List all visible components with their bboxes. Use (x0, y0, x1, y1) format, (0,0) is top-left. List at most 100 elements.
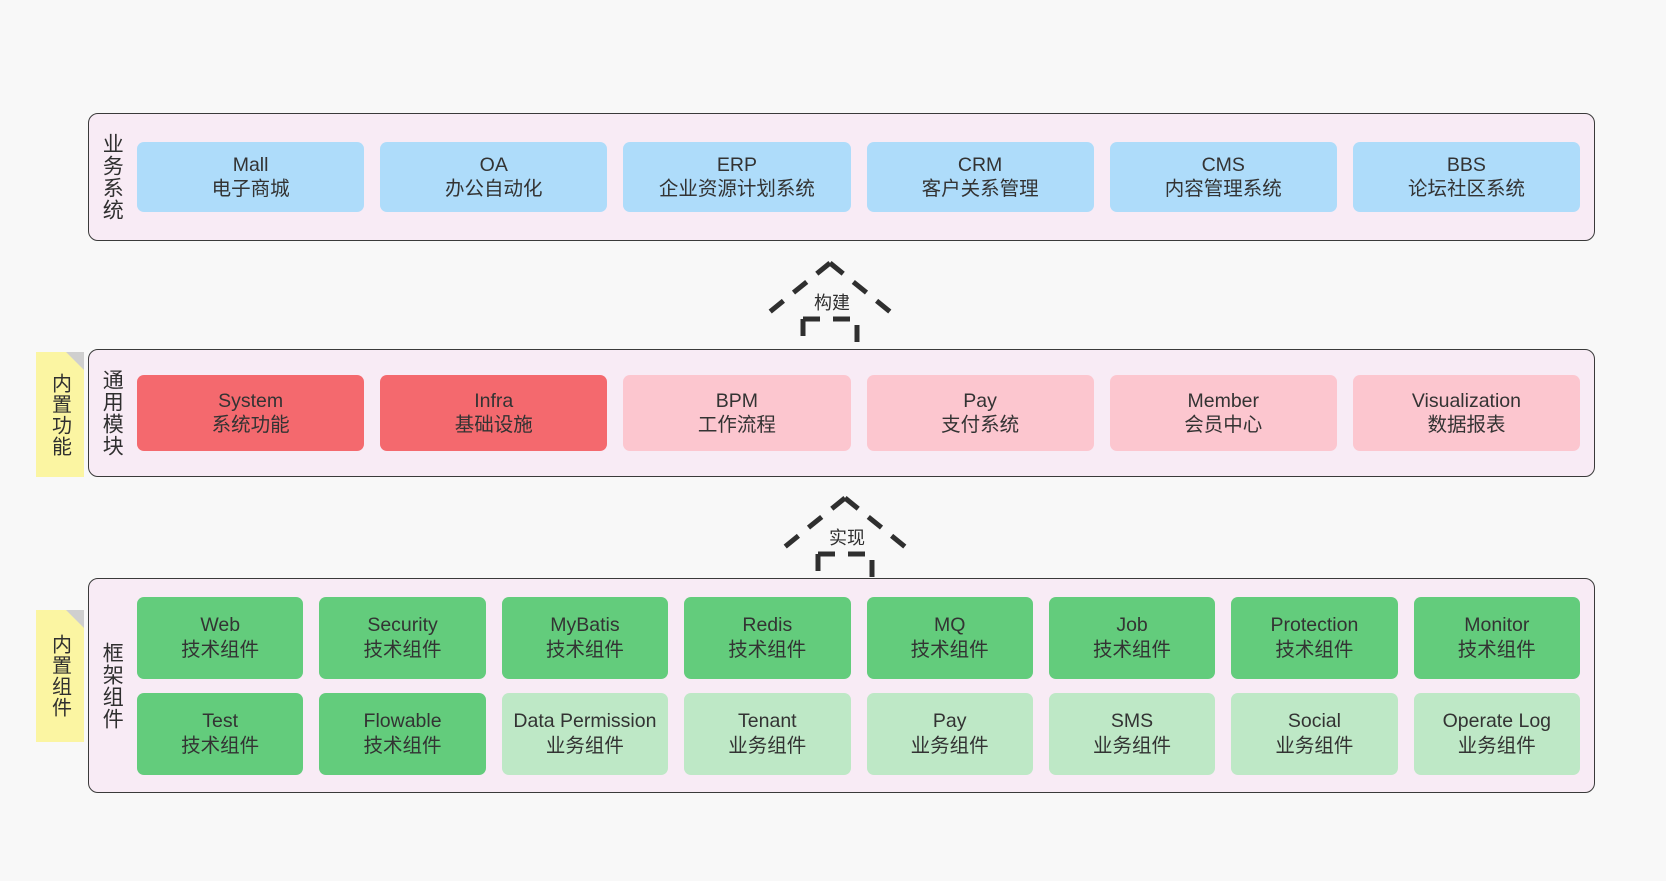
card-oa[interactable]: OA 办公自动化 (380, 142, 608, 212)
card-protection[interactable]: Protection 技术组件 (1231, 596, 1398, 679)
card-title: Data Permission (513, 710, 657, 733)
card-subtitle: 技术组件 (363, 638, 442, 661)
card-operate-log[interactable]: Operate Log 业务组件 (1413, 692, 1580, 775)
card-subtitle: 业务组件 (1457, 734, 1536, 757)
card-member[interactable]: Member 会员中心 (1109, 375, 1337, 451)
card-title: System (218, 389, 284, 412)
card-title: BPM (715, 389, 759, 412)
card-title: Job (1116, 614, 1148, 637)
card-title: CMS (1201, 153, 1245, 176)
card-sms[interactable]: SMS 业务组件 (1048, 692, 1216, 775)
card-tenant[interactable]: Tenant 业务组件 (684, 692, 851, 775)
card-title: CRM (957, 153, 1003, 176)
card-title: OA (479, 153, 508, 176)
card-bbs[interactable]: BBS 论坛社区系统 (1352, 142, 1581, 212)
card-subtitle: 业务组件 (1093, 734, 1172, 757)
card-title: Pay (963, 389, 997, 412)
card-title: MQ (933, 614, 966, 637)
card-web[interactable]: Web 技术组件 (137, 596, 304, 679)
card-subtitle: 客户关系管理 (921, 178, 1039, 200)
card-redis[interactable]: Redis 技术组件 (684, 596, 851, 679)
layer-common-module: 通用模块 System 系统功能 Infra 基础设施 BPM 工作流程 Pay… (88, 349, 1595, 477)
card-title: Security (367, 614, 438, 637)
card-mybatis[interactable]: MyBatis 技术组件 (501, 596, 669, 679)
card-subtitle: 企业资源计划系统 (658, 178, 815, 200)
note-builtin-component: 内置组件 (36, 610, 84, 742)
card-subtitle: 内容管理系统 (1164, 178, 1282, 200)
layer-title-framework: 框架组件 (100, 641, 124, 730)
layer-framework-component: 框架组件 Web 技术组件 Security 技术组件 MyBatis 技术组件… (88, 578, 1595, 793)
generalization-arrow-implement-icon (774, 496, 916, 582)
framework-tech-row: Web 技术组件 Security 技术组件 MyBatis 技术组件 Redi… (137, 596, 1580, 679)
card-subtitle: 技术组件 (181, 734, 260, 757)
card-title: Operate Log (1442, 710, 1552, 733)
card-title: Tenant (738, 710, 797, 733)
card-mq[interactable]: MQ 技术组件 (866, 596, 1033, 679)
note-label: 内置功能 (48, 372, 71, 457)
card-title: Redis (742, 614, 793, 637)
arrow-label-implement: 实现 (829, 528, 865, 548)
card-security[interactable]: Security 技术组件 (319, 596, 486, 679)
card-subtitle: 业务组件 (545, 734, 624, 757)
note-builtin-function: 内置功能 (36, 352, 84, 477)
card-subtitle: 办公自动化 (445, 178, 543, 200)
card-subtitle: 业务组件 (910, 734, 989, 757)
card-job[interactable]: Job 技术组件 (1048, 596, 1216, 679)
card-title: Visualization (1411, 389, 1522, 412)
note-label: 内置组件 (48, 634, 71, 718)
arrow-label-build: 构建 (814, 293, 850, 313)
card-social[interactable]: Social 业务组件 (1231, 692, 1398, 775)
card-title: Web (200, 614, 241, 637)
card-subtitle: 技术组件 (728, 638, 807, 661)
card-subtitle: 工作流程 (697, 414, 776, 436)
card-subtitle: 论坛社区系统 (1407, 178, 1525, 200)
card-subtitle: 技术组件 (1093, 638, 1172, 661)
card-pay-component[interactable]: Pay 业务组件 (866, 692, 1033, 775)
business-card-row: Mall 电子商城 OA 办公自动化 ERP 企业资源计划系统 CRM 客户关系… (137, 142, 1581, 212)
card-subtitle: 技术组件 (1457, 638, 1536, 661)
card-title: ERP (716, 153, 757, 176)
card-subtitle: 电子商城 (211, 178, 290, 200)
generalization-arrow-build-icon (759, 261, 901, 347)
card-visualization[interactable]: Visualization 数据报表 (1352, 375, 1581, 451)
card-title: Pay (932, 710, 967, 733)
card-subtitle: 技术组件 (181, 638, 260, 661)
card-title: Protection (1270, 614, 1359, 637)
layer-body-business: Mall 电子商城 OA 办公自动化 ERP 企业资源计划系统 CRM 客户关系… (133, 114, 1594, 240)
card-monitor[interactable]: Monitor 技术组件 (1413, 596, 1580, 679)
card-subtitle: 会员中心 (1184, 414, 1263, 436)
card-infra[interactable]: Infra 基础设施 (380, 375, 608, 451)
layer-title-common: 通用模块 (100, 369, 124, 457)
card-pay[interactable]: Pay 支付系统 (866, 375, 1094, 451)
framework-business-row: Test 技术组件 Flowable 技术组件 Data Permission … (137, 692, 1580, 775)
card-data-permission[interactable]: Data Permission 业务组件 (501, 692, 669, 775)
card-cms[interactable]: CMS 内容管理系统 (1109, 142, 1337, 212)
card-subtitle: 技术组件 (910, 638, 989, 661)
card-mall[interactable]: Mall 电子商城 (137, 142, 365, 212)
card-subtitle: 技术组件 (545, 638, 624, 661)
card-subtitle: 支付系统 (941, 414, 1020, 436)
card-subtitle: 基础设施 (454, 414, 533, 436)
card-bpm[interactable]: BPM 工作流程 (623, 375, 851, 451)
common-card-row: System 系统功能 Infra 基础设施 BPM 工作流程 Pay 支付系统… (137, 375, 1581, 451)
card-test[interactable]: Test 技术组件 (137, 692, 304, 775)
layer-body-framework: Web 技术组件 Security 技术组件 MyBatis 技术组件 Redi… (133, 579, 1594, 792)
card-subtitle: 技术组件 (1275, 638, 1354, 661)
card-title: Member (1187, 389, 1260, 412)
layer-title-business: 业务系统 (100, 133, 124, 221)
card-title: MyBatis (550, 614, 620, 637)
card-flowable[interactable]: Flowable 技术组件 (319, 692, 486, 775)
note-fold-corner-icon (66, 352, 84, 370)
card-title: Flowable (363, 710, 442, 733)
card-crm[interactable]: CRM 客户关系管理 (866, 142, 1094, 212)
card-subtitle: 业务组件 (728, 734, 807, 757)
card-subtitle: 系统功能 (211, 414, 290, 436)
card-system[interactable]: System 系统功能 (137, 375, 365, 451)
card-title: Social (1287, 710, 1341, 733)
card-erp[interactable]: ERP 企业资源计划系统 (623, 142, 851, 212)
card-subtitle: 业务组件 (1275, 734, 1354, 757)
card-title: SMS (1110, 710, 1154, 733)
card-subtitle: 数据报表 (1427, 414, 1506, 436)
card-title: Mall (232, 153, 269, 176)
